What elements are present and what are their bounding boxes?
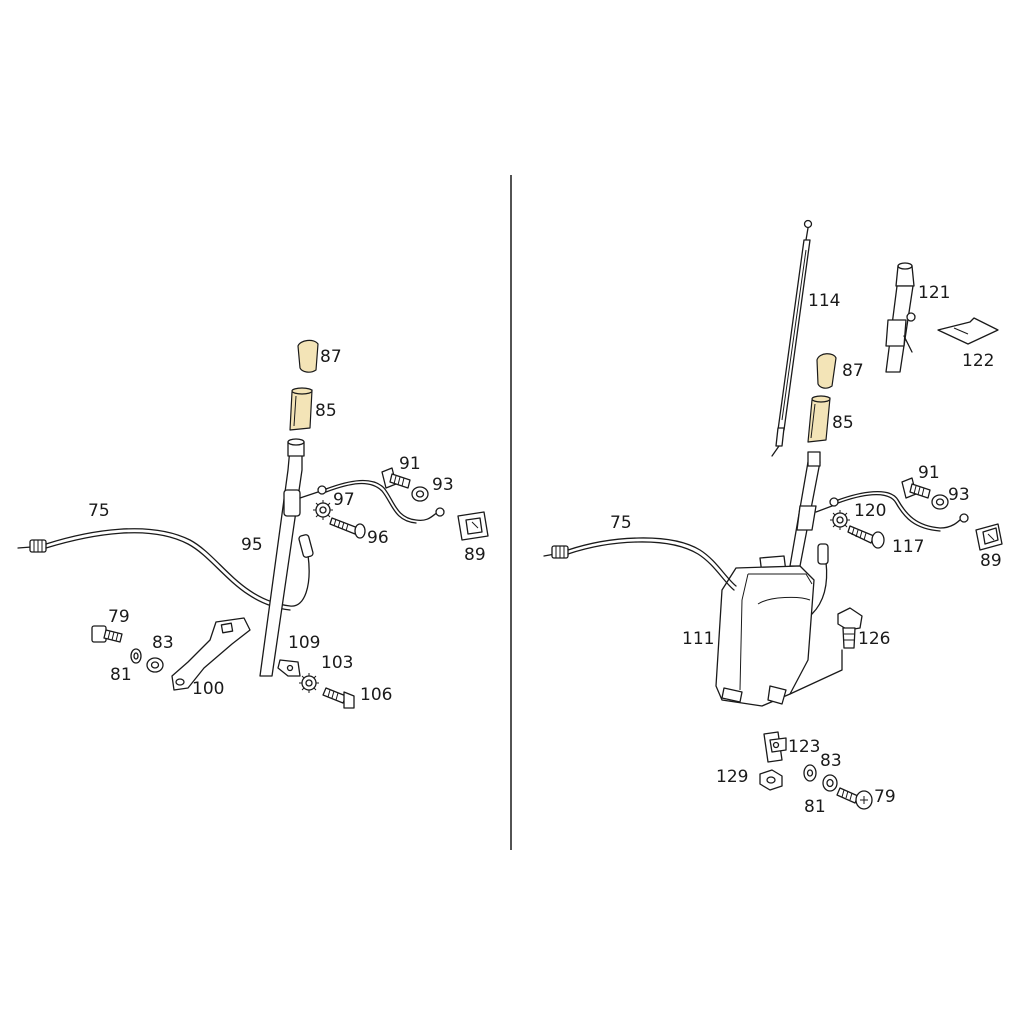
callout-75-right: 75 <box>610 513 632 533</box>
ground-wire-right <box>829 490 969 532</box>
callout-117: 117 <box>892 537 924 557</box>
callout-79-right: 79 <box>874 787 896 807</box>
ground-wire <box>317 479 445 524</box>
clip-109 <box>277 659 301 677</box>
callout-114: 114 <box>808 291 840 311</box>
callout-89-right: 89 <box>980 551 1002 571</box>
cap-87-right <box>816 353 837 389</box>
right-assembly: 114 121 122 87 85 91 93 120 117 89 75 11… <box>543 219 1003 817</box>
callout-91-right: 91 <box>918 463 940 483</box>
left-assembly: 75 79 81 83 87 85 91 93 97 96 95 89 109 … <box>17 339 489 709</box>
callout-121: 121 <box>918 283 950 303</box>
star-washer-103 <box>299 673 319 693</box>
callout-103: 103 <box>321 653 353 673</box>
callout-75: 75 <box>88 501 110 521</box>
screw-79-right <box>836 787 873 810</box>
callout-91: 91 <box>399 454 421 474</box>
lock-washer-83 <box>822 774 838 792</box>
mast-tube-right <box>789 451 833 567</box>
callout-123: 123 <box>788 737 820 757</box>
callout-93: 93 <box>432 475 454 495</box>
washer-81-right <box>803 764 817 782</box>
callout-85: 85 <box>315 401 337 421</box>
callout-95: 95 <box>241 535 263 555</box>
cap-87 <box>297 339 319 373</box>
callout-85-right: 85 <box>832 413 854 433</box>
callout-83: 83 <box>152 633 174 653</box>
callout-100: 100 <box>192 679 224 699</box>
callout-126: 126 <box>858 629 890 649</box>
bolt-79 <box>91 625 123 643</box>
bracket-123 <box>763 731 787 763</box>
plate-122 <box>937 317 999 345</box>
callout-83-right: 83 <box>820 751 842 771</box>
callout-129: 129 <box>716 767 748 787</box>
callout-81: 81 <box>110 665 132 685</box>
callout-106: 106 <box>360 685 392 705</box>
bolt-126 <box>837 607 863 649</box>
callout-87-right: 87 <box>842 361 864 381</box>
telescopic-rod-114 <box>771 219 813 457</box>
mast-121 <box>885 262 916 373</box>
antenna-cable-75 <box>17 528 314 611</box>
callout-120: 120 <box>854 501 886 521</box>
callout-87: 87 <box>320 347 342 367</box>
callout-96: 96 <box>367 528 389 548</box>
callout-93-right: 93 <box>948 485 970 505</box>
clip-89-right <box>975 523 1003 551</box>
callout-109: 109 <box>288 633 320 653</box>
callout-97: 97 <box>333 490 355 510</box>
washer-93-right <box>931 494 949 510</box>
bracket-100 <box>171 617 251 691</box>
bolt-91-right <box>901 477 931 499</box>
callout-81-right: 81 <box>804 797 826 817</box>
nut-83 <box>146 657 164 673</box>
callout-79: 79 <box>108 607 130 627</box>
sleeve-85 <box>289 387 313 431</box>
star-washer-120 <box>830 510 850 530</box>
antenna-cable-75-right <box>543 537 829 615</box>
callout-111: 111 <box>682 629 714 649</box>
callout-122: 122 <box>962 351 994 371</box>
clip-89 <box>457 511 489 541</box>
star-washer-97 <box>313 500 333 520</box>
bolt-91 <box>381 467 411 489</box>
sleeve-85-right <box>807 395 831 443</box>
nut-129 <box>759 769 783 791</box>
screw-96 <box>329 517 366 539</box>
screw-117 <box>847 525 885 549</box>
callout-89: 89 <box>464 545 486 565</box>
washer-93 <box>411 486 429 502</box>
motor-housing-111 <box>715 555 843 707</box>
mast-tube-95 <box>259 438 319 677</box>
screw-106 <box>322 687 355 709</box>
sleeve-85-body <box>289 389 313 431</box>
washer-81 <box>130 648 142 664</box>
